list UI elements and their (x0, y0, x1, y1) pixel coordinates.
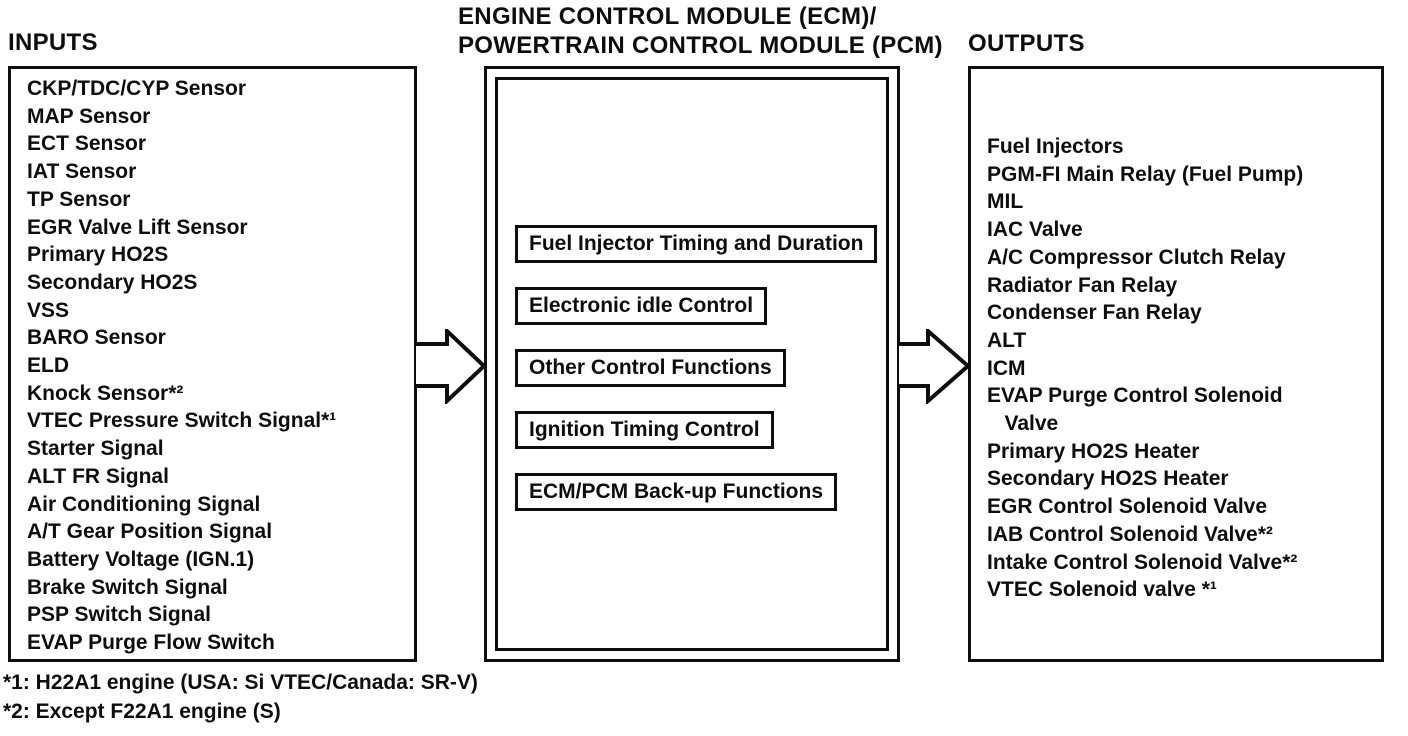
footnote-1: *1: H22A1 engine (USA: Si VTEC/Canada: S… (3, 671, 478, 694)
input-item: TP Sensor (27, 187, 131, 211)
input-item: IAT Sensor (27, 160, 137, 184)
input-item: VTEC Pressure Switch Signal*¹ (27, 409, 337, 433)
output-item: A/C Compressor Clutch Relay (987, 245, 1286, 269)
output-item: PGM-FI Main Relay (Fuel Pump) (987, 162, 1304, 186)
right-arrow-inputs-to-ecm-icon (414, 329, 486, 404)
outputs-heading: OUTPUTS (968, 30, 1085, 57)
output-item: Intake Control Solenoid Valve*² (987, 550, 1298, 574)
output-item: Fuel Injectors (987, 135, 1124, 158)
input-item: Knock Sensor*² (27, 381, 184, 405)
output-item: Radiator Fan Relay (987, 273, 1178, 297)
input-item: ALT FR Signal (27, 464, 169, 488)
output-item: ICM (987, 356, 1026, 380)
input-item: Battery Voltage (IGN.1) (27, 547, 255, 571)
output-item: EVAP Purge Control Solenoid Valve (987, 384, 1283, 436)
input-item: Starter Signal (27, 437, 164, 461)
ecm-function-box: Fuel Injector Timing and Duration (515, 225, 878, 263)
output-item: Secondary HO2S Heater (987, 467, 1229, 491)
ecm-function-box: Electronic idle Control (515, 287, 768, 325)
output-item: Primary HO2S Heater (987, 439, 1200, 463)
output-item: VTEC Solenoid valve *¹ (987, 578, 1217, 602)
input-item: CKP/TDC/CYP Sensor (27, 77, 246, 100)
output-item: EGR Control Solenoid Valve (987, 495, 1268, 519)
output-item: IAC Valve (987, 218, 1083, 242)
ecm-function-box: ECM/PCM Back-up Functions (515, 473, 838, 511)
ecm-function-box: Ignition Timing Control (515, 411, 774, 449)
right-arrow-ecm-to-outputs-icon (897, 329, 970, 404)
output-item: ALT (987, 328, 1027, 352)
input-item: Primary HO2S (27, 243, 169, 267)
input-item: Air Conditioning Signal (27, 492, 261, 516)
input-item: VSS (27, 298, 70, 322)
input-item: ECT Sensor (27, 132, 147, 156)
inputs-heading: INPUTS (8, 29, 98, 56)
ecm-function-box: Other Control Functions (515, 349, 786, 387)
input-item: Brake Switch Signal (27, 575, 228, 599)
input-item: A/T Gear Position Signal (27, 520, 273, 544)
input-item: PSP Switch Signal (27, 603, 211, 627)
input-item: BARO Sensor (27, 326, 166, 350)
ecm-title-line2: POWERTRAIN CONTROL MODULE (PCM) (458, 32, 943, 59)
output-item: MIL (987, 190, 1024, 214)
input-item: EVAP Purge Flow Switch (27, 631, 275, 655)
input-item: EGR Valve Lift Sensor (27, 215, 248, 239)
output-item: IAB Control Solenoid Valve*² (987, 522, 1273, 546)
footnote-2: *2: Except F22A1 engine (S) (3, 699, 281, 723)
input-item: ELD (27, 354, 69, 378)
footnotes: *1: H22A1 engine (USA: Si VTEC/Canada: S… (3, 669, 478, 726)
output-item: Condenser Fan Relay (987, 301, 1202, 325)
ecm-title-line1: ENGINE CONTROL MODULE (ECM)/ (458, 3, 877, 30)
ecm-title: ENGINE CONTROL MODULE (ECM)/ POWERTRAIN … (458, 2, 943, 60)
input-item: Secondary HO2S (27, 270, 198, 294)
input-item: MAP Sensor (27, 104, 151, 128)
